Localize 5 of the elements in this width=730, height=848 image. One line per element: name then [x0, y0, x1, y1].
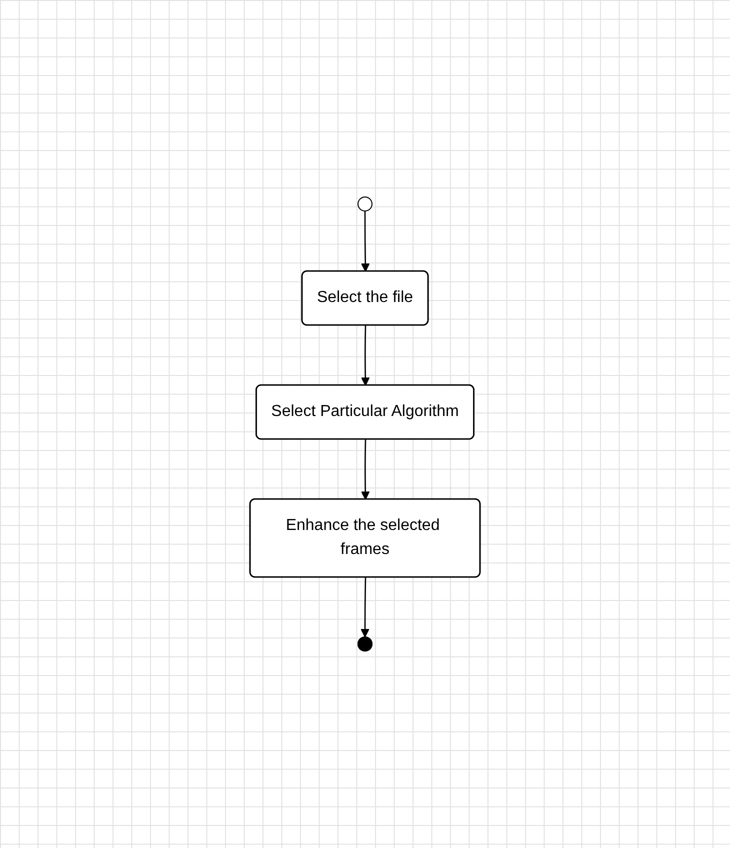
node-circle [358, 196, 372, 212]
arrow [360, 577, 370, 638]
arrow [360, 211, 370, 272]
arrow [360, 325, 370, 386]
arrow [360, 439, 370, 500]
